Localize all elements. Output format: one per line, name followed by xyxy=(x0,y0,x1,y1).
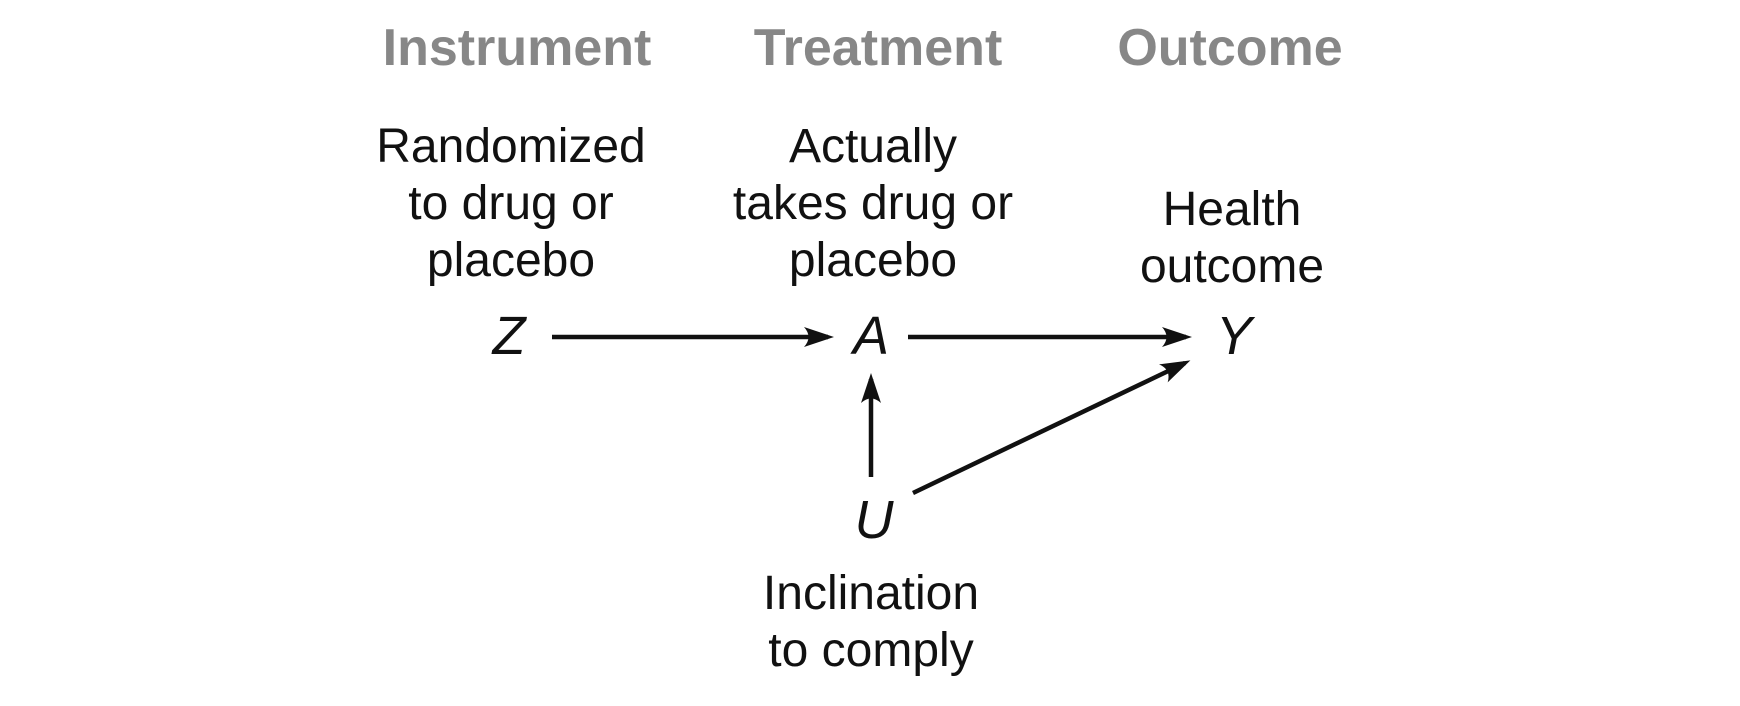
treatment-description: Actually takes drug or placebo xyxy=(733,118,1013,289)
instrument-description: Randomized to drug or placebo xyxy=(376,118,645,289)
confounder-description: Inclination to comply xyxy=(763,565,979,679)
instrument-description-line: placebo xyxy=(426,234,596,287)
instrument-description-line: Randomized xyxy=(376,120,646,173)
column-header-treatment: Treatment xyxy=(753,19,1003,77)
confounder-description-line: Inclination xyxy=(762,567,980,620)
node-y: Y xyxy=(1215,306,1253,366)
column-header-instrument: Instrument xyxy=(382,19,652,77)
node-z: Z xyxy=(492,306,526,366)
treatment-description-line: placebo xyxy=(788,234,958,287)
node-a: A xyxy=(852,306,890,366)
arrow-u-to-y xyxy=(912,360,1191,496)
column-header-outcome: Outcome xyxy=(1117,19,1343,77)
instrument-description-line: to drug or xyxy=(408,177,614,230)
outcome-description-line: outcome xyxy=(1139,240,1325,293)
outcome-description: Health outcome xyxy=(1140,181,1324,295)
treatment-description-line: Actually xyxy=(788,120,958,173)
treatment-description-line: takes drug or xyxy=(732,177,1014,230)
node-u: U xyxy=(854,490,894,550)
outcome-description-line: Health xyxy=(1162,183,1302,236)
confounder-description-line: to comply xyxy=(768,624,974,677)
